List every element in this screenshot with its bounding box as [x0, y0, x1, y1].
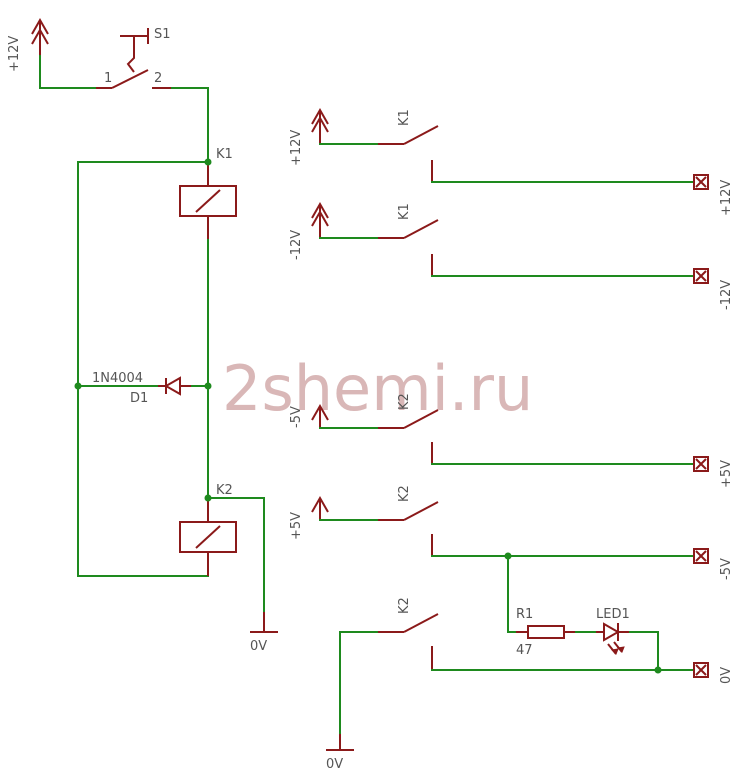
contact3-input-label: -5V — [289, 406, 304, 428]
diode-d1 — [158, 376, 192, 396]
junction-dot — [204, 494, 212, 502]
watermark: 2shemi.ru — [222, 352, 533, 425]
contact2-output-label: -12V — [719, 280, 734, 310]
resistor-r1 — [516, 625, 576, 639]
junction-dot — [204, 158, 212, 166]
s1-label: S1 — [154, 27, 171, 42]
r1-ref-label: R1 — [516, 607, 533, 622]
relay-contact-5 — [339, 613, 709, 735]
contact1-relay-label: K1 — [397, 109, 412, 126]
r1-value-label: 47 — [516, 643, 533, 658]
relay-contact-4 — [311, 495, 709, 564]
contact3-output-label: +5V — [719, 460, 734, 488]
output-ground-label: 0V — [326, 757, 343, 770]
diode-part-label: 1N4004 — [92, 371, 143, 386]
contact4-output-label: -5V — [719, 558, 734, 580]
supply-arrow-icon — [31, 17, 49, 56]
contact5-output-label: 0V — [719, 667, 734, 684]
junction-dot — [504, 552, 512, 560]
contact1-output-label: +12V — [719, 180, 734, 216]
relay-contact-3 — [311, 403, 709, 472]
pushbutton-switch-s1 — [96, 28, 172, 89]
k1-coil-label: K1 — [216, 147, 233, 162]
s1-pin1-label: 1 — [104, 71, 112, 86]
junction-dot — [654, 666, 662, 674]
contact4-relay-label: K2 — [397, 485, 412, 502]
led-ref-label: LED1 — [596, 607, 630, 622]
diode-ref-label: D1 — [130, 391, 148, 406]
relay-contact-1 — [311, 107, 709, 190]
contact3-relay-label: K2 — [397, 393, 412, 410]
s1-pin2-label: 2 — [154, 71, 162, 86]
ground-symbol-icon — [250, 612, 278, 633]
supply-label: +12V — [7, 36, 22, 72]
k2-coil-label: K2 — [216, 483, 233, 498]
relay-coil-k2 — [179, 498, 237, 576]
relay-coil-k1 — [179, 162, 237, 240]
contact5-relay-label: K2 — [397, 597, 412, 614]
led-icon — [596, 622, 630, 655]
coil-ground-label: 0V — [250, 639, 267, 654]
contact1-input-label: +12V — [289, 130, 304, 166]
ground-symbol-icon — [326, 734, 354, 751]
contact4-input-label: +5V — [289, 512, 304, 540]
relay-contact-2 — [311, 201, 709, 284]
contact2-input-label: -12V — [289, 230, 304, 260]
contact2-relay-label: K1 — [397, 203, 412, 220]
junction-dot — [74, 382, 82, 390]
junction-dot — [204, 382, 212, 390]
